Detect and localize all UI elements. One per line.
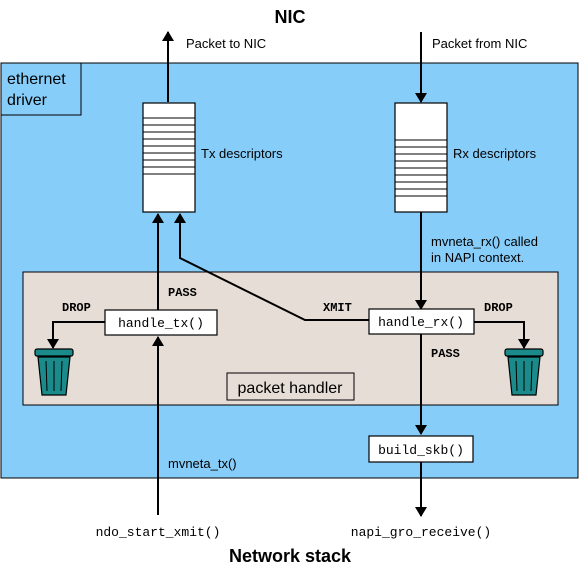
packet-handler-label-box bbox=[226, 372, 355, 401]
mvneta-rx-call-line2: in NAPI context. bbox=[431, 250, 524, 265]
mvneta-tx-label: mvneta_tx() bbox=[168, 456, 237, 471]
nic-title: NIC bbox=[275, 7, 306, 27]
network-stack-title: Network stack bbox=[229, 546, 352, 566]
ethernet-driver-label-box bbox=[0, 62, 82, 116]
ndo-start-xmit-label: ndo_start_xmit() bbox=[96, 525, 221, 540]
ethernet-driver-region bbox=[0, 62, 579, 479]
packet-handler-label: packet handler bbox=[238, 380, 344, 397]
trash-bin-left-icon bbox=[34, 348, 74, 396]
xmit-label: XMIT bbox=[323, 301, 352, 315]
ethernet-driver-label-line1: ethernet bbox=[7, 71, 66, 88]
packet-from-nic-label: Packet from NIC bbox=[432, 36, 527, 51]
pass-tx-label: PASS bbox=[168, 286, 197, 300]
tx-descriptors-ring bbox=[142, 102, 196, 213]
drop-right-label: DROP bbox=[484, 301, 513, 315]
handle-rx-label: handle_rx() bbox=[378, 315, 464, 330]
packet-to-nic-label: Packet to NIC bbox=[186, 36, 266, 51]
drop-left-label: DROP bbox=[62, 301, 91, 315]
build-skb-label: build_skb() bbox=[378, 443, 464, 458]
arrow-drop-left bbox=[47, 321, 105, 349]
rx-descriptors-label: Rx descriptors bbox=[453, 146, 537, 161]
handle-rx-box bbox=[368, 308, 475, 335]
mvneta-rx-call-line1: mvneta_rx() called bbox=[431, 234, 538, 249]
handle-tx-label: handle_tx() bbox=[118, 316, 204, 331]
handle-tx-box bbox=[104, 309, 218, 336]
pass-rx-label: PASS bbox=[431, 347, 460, 361]
tx-descriptors-label: Tx descriptors bbox=[201, 146, 283, 161]
arrow-drop-right bbox=[474, 321, 530, 349]
build-skb-box bbox=[368, 435, 474, 463]
trash-bin-right-icon bbox=[504, 348, 544, 396]
rx-descriptors-ring bbox=[394, 102, 448, 213]
napi-gro-receive-label: napi_gro_receive() bbox=[351, 525, 491, 540]
arrow-xmit-to-tx bbox=[174, 213, 369, 321]
ethernet-driver-label-line2: driver bbox=[7, 92, 48, 109]
